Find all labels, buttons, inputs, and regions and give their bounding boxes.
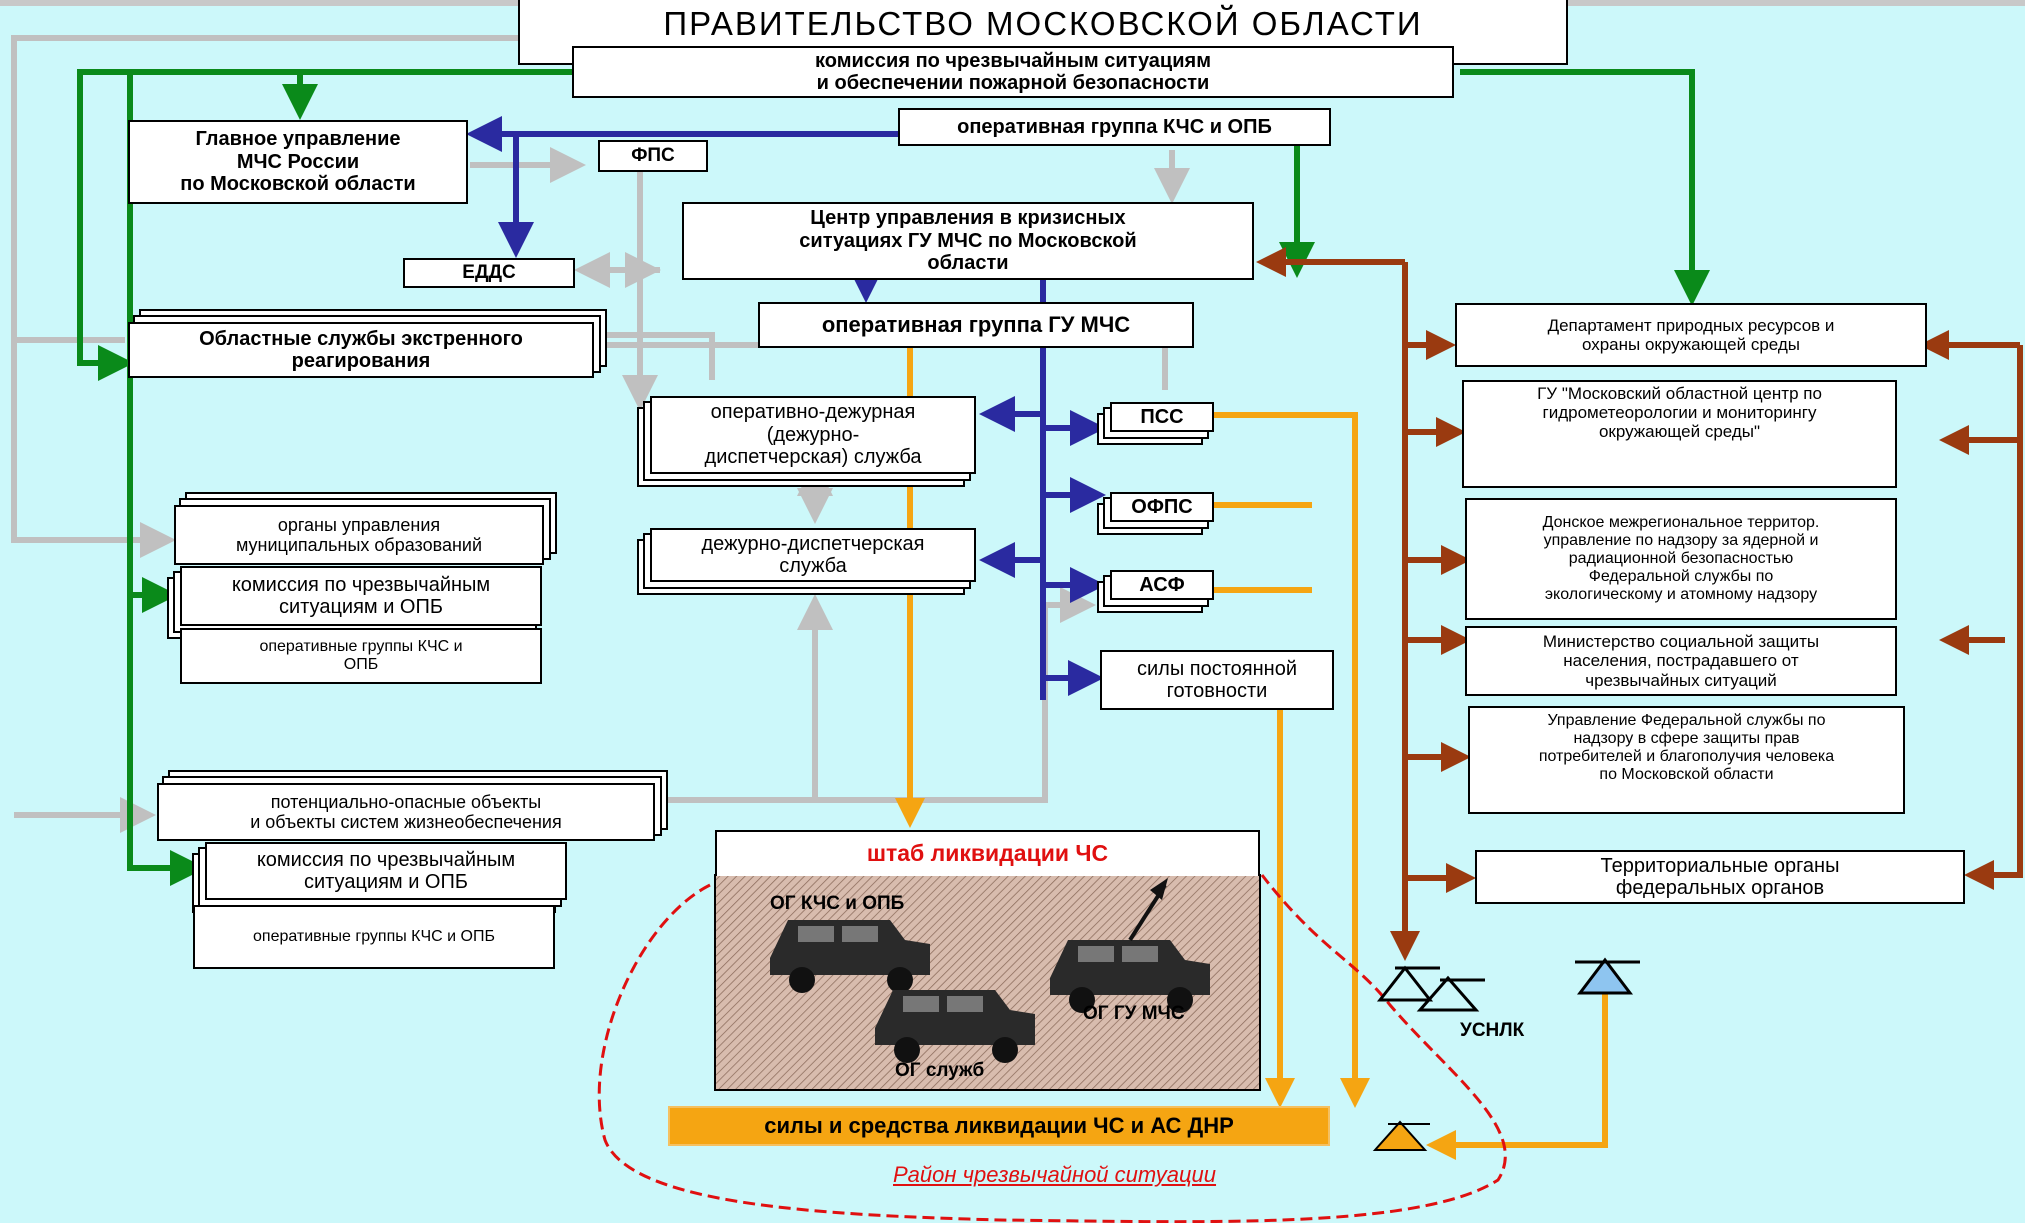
hydromet-box: ГУ "Московский областной центр по гидром… [1462, 380, 1897, 488]
hq-og-services-label: ОГ служб [895, 1060, 985, 1081]
duty-dispatch-1-box: оперативно-дежурная (дежурно- диспетчерс… [650, 396, 976, 474]
don-admin-box: Донское межрегиональное территор. управл… [1465, 498, 1897, 620]
op-group-gu-box: оперативная группа ГУ МЧС [758, 302, 1194, 348]
hq-og-gu-label: ОГ ГУ МЧС [1083, 1003, 1185, 1024]
commission-obj-box: комиссия по чрезвычайным ситуациям и ОПБ [205, 842, 567, 900]
hq-og-kchs-label: ОГ КЧС и ОПБ [770, 893, 905, 914]
consumer-box: Управление Федеральной службы по надзору… [1468, 706, 1905, 814]
vehicle-icon-2 [1050, 878, 1210, 1013]
usnlk-antenna-icon [1376, 965, 1485, 1012]
op-groups-mun-box: оперативные группы КЧС и ОПБ [180, 628, 542, 684]
commission-mun-box: комиссия по чрезвычайным ситуациям и ОПБ [180, 566, 542, 626]
vehicle-icon-1 [770, 920, 930, 993]
fps-box: ФПС [598, 140, 708, 172]
territorial-box: Территориальные органы федеральных орган… [1475, 850, 1965, 904]
duty-dispatch-2-box: дежурно-диспетчерская служба [650, 528, 976, 582]
forces-antenna-icon [1372, 1120, 1430, 1151]
op-groups-obj-box: оперативные группы КЧС и ОПБ [193, 905, 555, 969]
zone-label: Район чрезвычайной ситуации [893, 1162, 1217, 1187]
asf-box: АСФ [1110, 570, 1214, 600]
ready-forces-box: силы постоянной готовности [1100, 650, 1334, 710]
edds-box: ЕДДС [403, 258, 575, 288]
vehicle-icon-3 [875, 990, 1035, 1063]
ofps-box: ОФПС [1110, 492, 1214, 522]
hazardous-box: потенциально-опасные объекты и объекты с… [157, 783, 655, 841]
hq-title: штаб ликвидации ЧС [715, 830, 1260, 876]
regional-services-box: Областные службы экстренного реагировани… [128, 322, 594, 378]
pss-box: ПСС [1110, 402, 1214, 432]
forces-box: силы и средства ликвидации ЧС и АС ДНР [668, 1106, 1330, 1146]
op-group-kchs-box: оперативная группа КЧС и ОПБ [898, 108, 1331, 146]
commission-box: комиссия по чрезвычайным ситуациям и обе… [572, 46, 1454, 98]
usnlk-label: УСНЛК [1460, 1020, 1525, 1041]
social-box: Министерство социальной защиты населения… [1465, 626, 1897, 696]
municipal-box: органы управления муниципальных образова… [174, 505, 544, 565]
dept-nature-box: Департамент природных ресурсов и охраны … [1455, 303, 1927, 367]
antenna-icon [1575, 957, 1640, 995]
crisis-center-box: Центр управления в кризисных ситуациях Г… [682, 202, 1254, 280]
emergency-zone-outline [597, 874, 1507, 1223]
mchs-main-box: Главное управление МЧС России по Московс… [128, 120, 468, 204]
